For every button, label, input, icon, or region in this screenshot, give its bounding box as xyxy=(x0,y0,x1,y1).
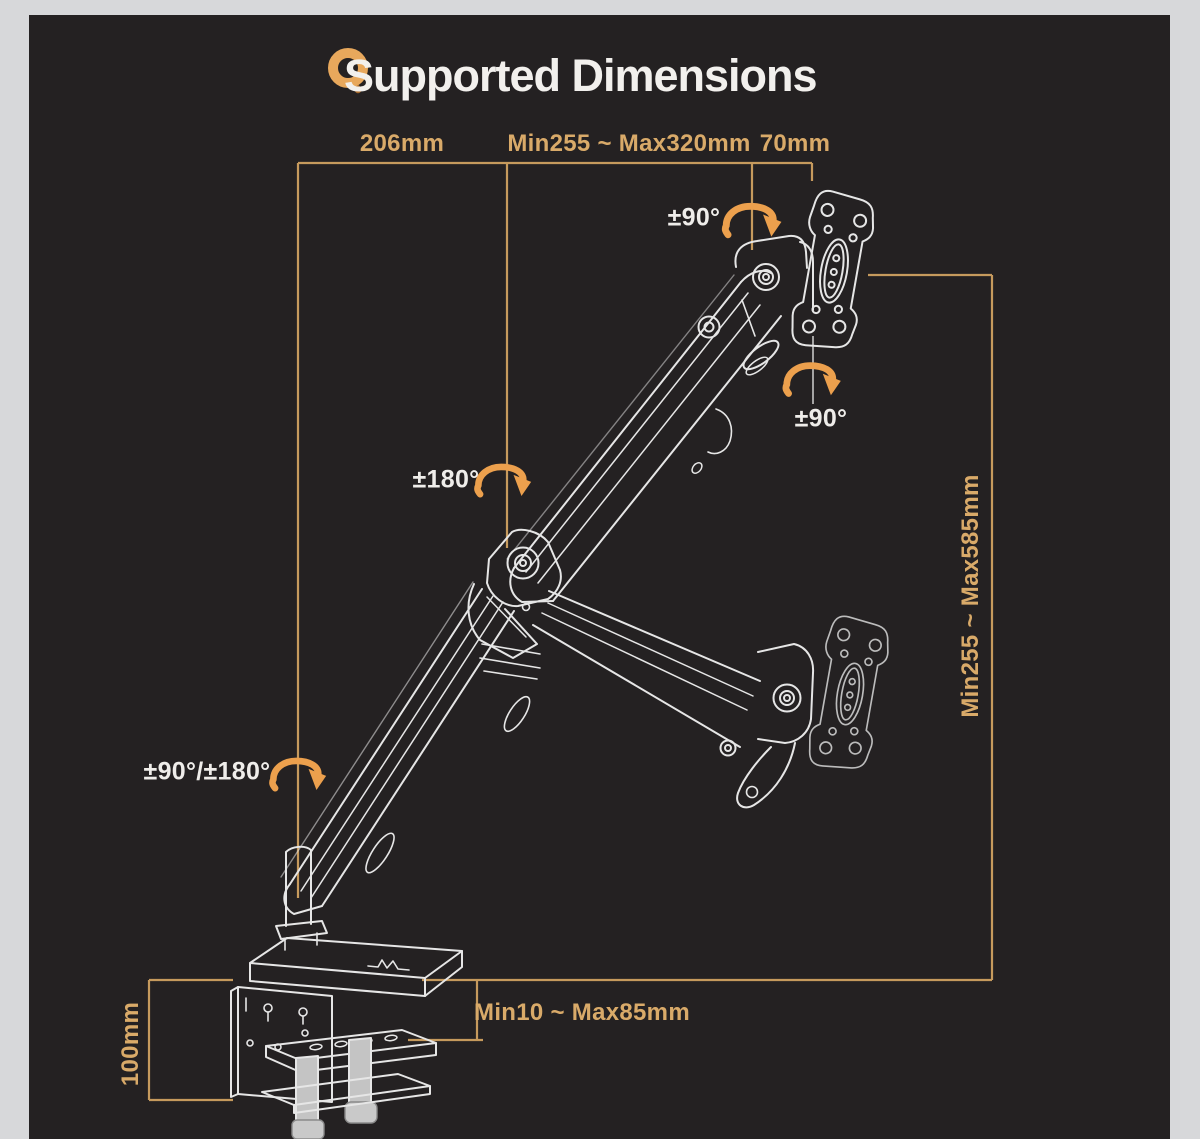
rotation-arrow-icon xyxy=(725,206,781,236)
forearm-low-position xyxy=(532,590,815,809)
rotation-label-monitor-swivel: ±90° xyxy=(667,203,721,232)
upper-arm xyxy=(506,269,782,603)
monitor-head-top xyxy=(734,234,814,376)
brand-ring-icon xyxy=(328,48,368,88)
dim-label-arm-segment: 206mm xyxy=(359,130,445,157)
dim-label-vesa-width: 70mm xyxy=(759,130,831,157)
desk-clamp xyxy=(230,937,463,1139)
rotation-label-mid-joint: ±180° xyxy=(412,465,480,494)
infographic-panel xyxy=(29,15,1170,1139)
dimension-lines xyxy=(147,161,994,1102)
elbow-joint xyxy=(467,528,562,680)
dim-label-extension-range: Min255 ~ Max320mm xyxy=(507,130,751,157)
page-title: Supported Dimensions xyxy=(344,50,818,101)
dim-label-height-range: Min255 ~ Max585mm xyxy=(957,474,984,718)
rotation-label-base: ±90°/±180° xyxy=(143,757,271,786)
rotation-arrow-icon xyxy=(477,467,531,496)
dim-label-clamp-range: Min10 ~ Max85mm xyxy=(474,999,690,1026)
rotation-arrow-icon xyxy=(272,761,326,790)
dim-label-base-height: 100mm xyxy=(117,1001,144,1087)
vesa-plate-top xyxy=(786,187,880,355)
vesa-plate-low-position xyxy=(804,612,894,775)
rotation-label-monitor-tilt: ±90° xyxy=(794,404,848,433)
lower-arm xyxy=(280,581,531,915)
